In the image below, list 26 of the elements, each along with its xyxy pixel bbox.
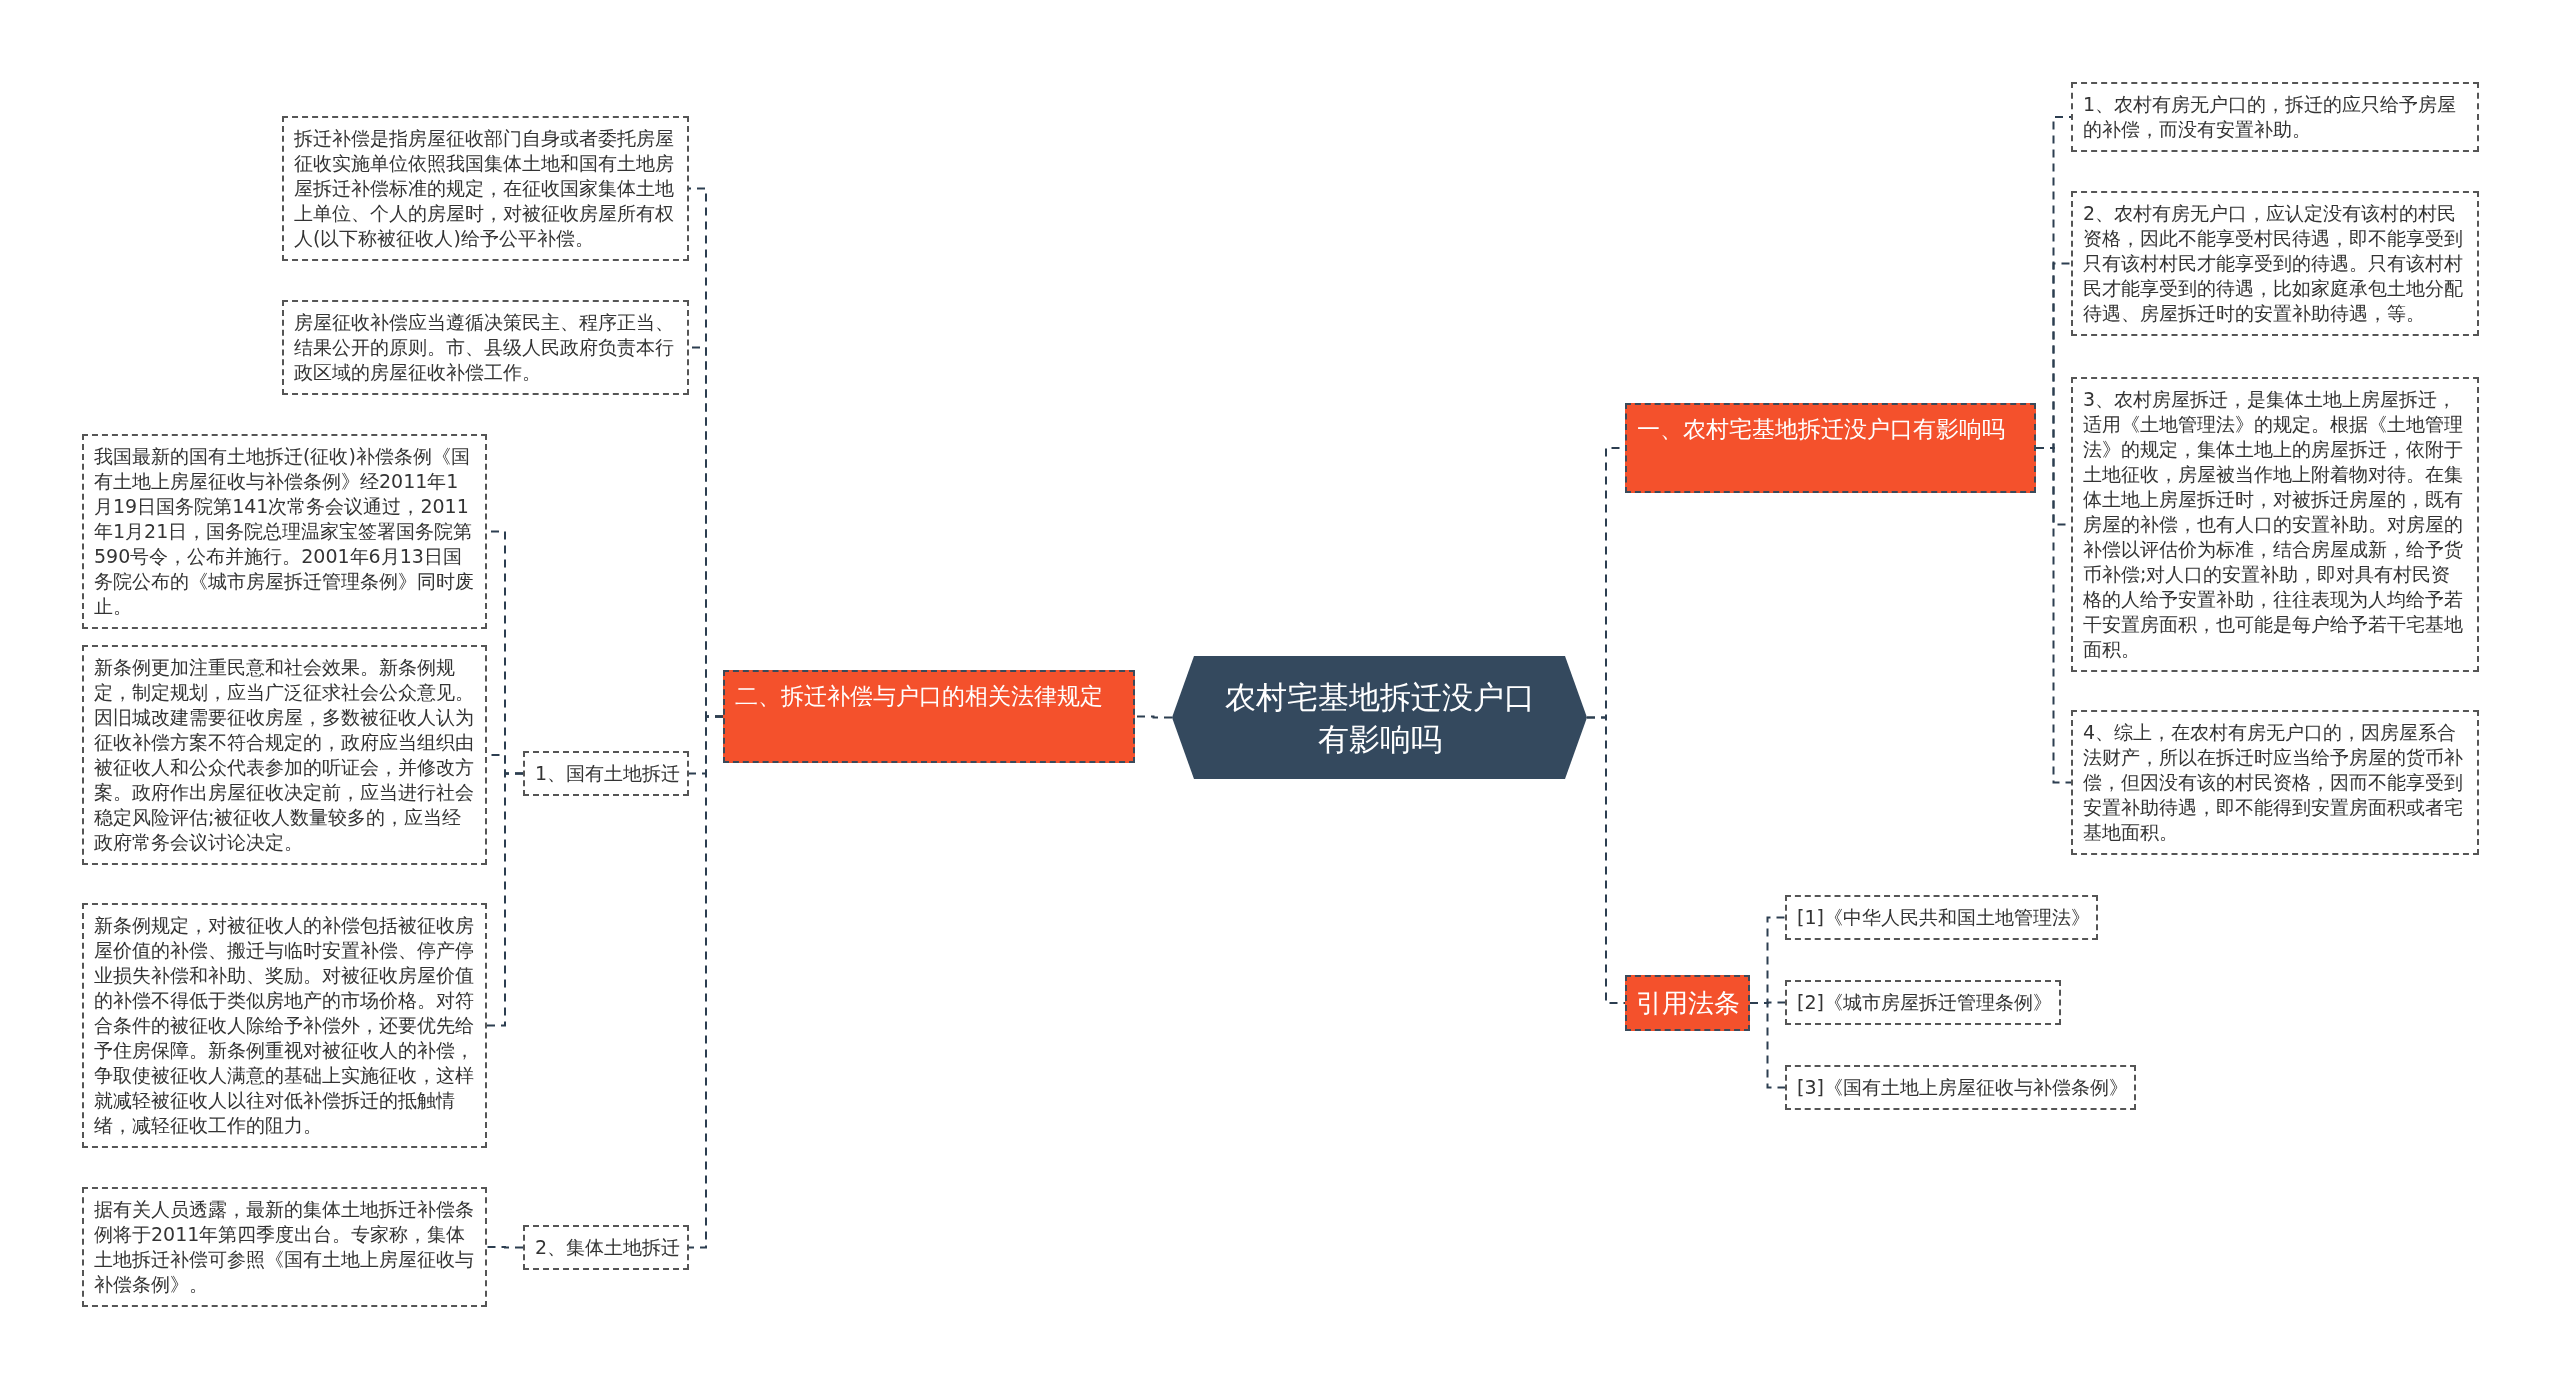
citation-box: [1]《中华人民共和国土地管理法》 bbox=[1785, 895, 2098, 940]
citation-box: [2]《城市房屋拆迁管理条例》 bbox=[1785, 980, 2061, 1025]
topic-box: 引用法条 bbox=[1625, 975, 1750, 1031]
note-box: 新条例更加注重民意和社会效果。新条例规定，制定规划，应当广泛征求社会公众意见。因旧城改建需要征收房屋，多数被征收人认为征收补偿方案不符合规定的，政府应当组织由被征收人和公众代表参加的听证会，并修改方案。政府作出房屋征收决定前，应当进行社会稳定风险评估;被征收人数量较多的，应当经政府常务会议讨论决定。 bbox=[82, 645, 487, 865]
note-box: 据有关人员透露，最新的集体土地拆迁补偿条例将于2011年第四季度出台。专家称，集体土地拆迁补偿可参照《国有土地上房屋征收与补偿条例》。 bbox=[82, 1187, 487, 1307]
citation-box: [3]《国有土地上房屋征收与补偿条例》 bbox=[1785, 1065, 2136, 1110]
note-box: 1、农村有房无户口的，拆迁的应只给予房屋的补偿，而没有安置补助。 bbox=[2071, 82, 2479, 152]
note-box: 拆迁补偿是指房屋征收部门自身或者委托房屋征收实施单位依照我国集体土地和国有土地房屋拆迁补偿标准的规定，在征收国家集体土地上单位、个人的房屋时，对被征收房屋所有权人(以下称被征收人)给予公平补偿。 bbox=[282, 116, 689, 261]
topic-box: 二、拆迁补偿与户口的相关法律规定 bbox=[723, 670, 1135, 763]
note-box: 新条例规定，对被征收人的补偿包括被征收房屋价值的补偿、搬迁与临时安置补偿、停产停业损失补偿和补助、奖励。对被征收房屋价值的补偿不得低于类似房地产的市场价格。对符合条件的被征收人除给予补偿外，还要优先给予住房保障。新条例重视对被征收人的补偿，争取使被征收人满意的基础上实施征收，这样就减轻被征收人以往对低补偿拆迁的抵触情绪，减轻征收工作的阻力。 bbox=[82, 903, 487, 1148]
note-box: 4、综上，在农村有房无户口的，因房屋系合法财产，所以在拆迁时应当给予房屋的货币补偿，但因没有该的村民资格，因而不能享受到安置补助待遇，即不能得到安置房面积或者宅基地面积。 bbox=[2071, 710, 2479, 855]
note-box: 2、农村有房无户口，应认定没有该村的村民资格，因此不能享受村民待遇，即不能享受到只有该村村民才能享受到的待遇。只有该村村民才能享受到的待遇，比如家庭承包土地分配待遇、房屋拆迁时的安置补助待遇，等。 bbox=[2071, 191, 2479, 336]
subtopic-box: 1、国有土地拆迁 bbox=[523, 751, 689, 796]
connector bbox=[486, 1246, 524, 1249]
connector bbox=[1134, 715, 1173, 719]
note-box: 房屋征收补偿应当遵循决策民主、程序正当、结果公开的原则。市、县级人民政府负责本行政区域的房屋征收补偿工作。 bbox=[282, 300, 689, 395]
connector bbox=[2035, 447, 2072, 784]
connector bbox=[688, 715, 724, 1249]
subtopic-box: 2、集体土地拆迁 bbox=[523, 1225, 689, 1270]
central-topic: 农村宅基地拆迁没户口有影响吗 bbox=[1172, 656, 1587, 779]
connector bbox=[1586, 716, 1626, 1004]
connector bbox=[486, 772, 524, 1027]
connector bbox=[1749, 1002, 1786, 1089]
note-box: 3、农村房屋拆迁，是集体土地上房屋拆迁，适用《土地管理法》的规定。根据《土地管理法》的规定，集体土地上的房屋拆迁，依附于土地征收，房屋被当作地上附着物对待。在集体土地上房屋拆迁时，对被拆迁房屋的，既有房屋的补偿，也有人口的安置补助。对房屋的补偿以评估价为标准，结合房屋成新，给予货币补偿;对人口的安置补助，即对具有村民资格的人给予安置补助，往往表现为人均给予若干安置房面积，也可能是每户给予若干宅基地面积。 bbox=[2071, 377, 2479, 672]
topic-box: 一、农村宅基地拆迁没户口有影响吗 bbox=[1625, 403, 2036, 493]
note-box: 我国最新的国有土地拆迁(征收)补偿条例《国有土地上房屋征收与补偿条例》经2011年1月19日国务院第141次常务会议通过，2011年1月21日，国务院总理温家宝签署国务院第590号令，公布并施行。2001年6月13日国务院公布的《城市房屋拆迁管理条例》同时废止。 bbox=[82, 434, 487, 629]
